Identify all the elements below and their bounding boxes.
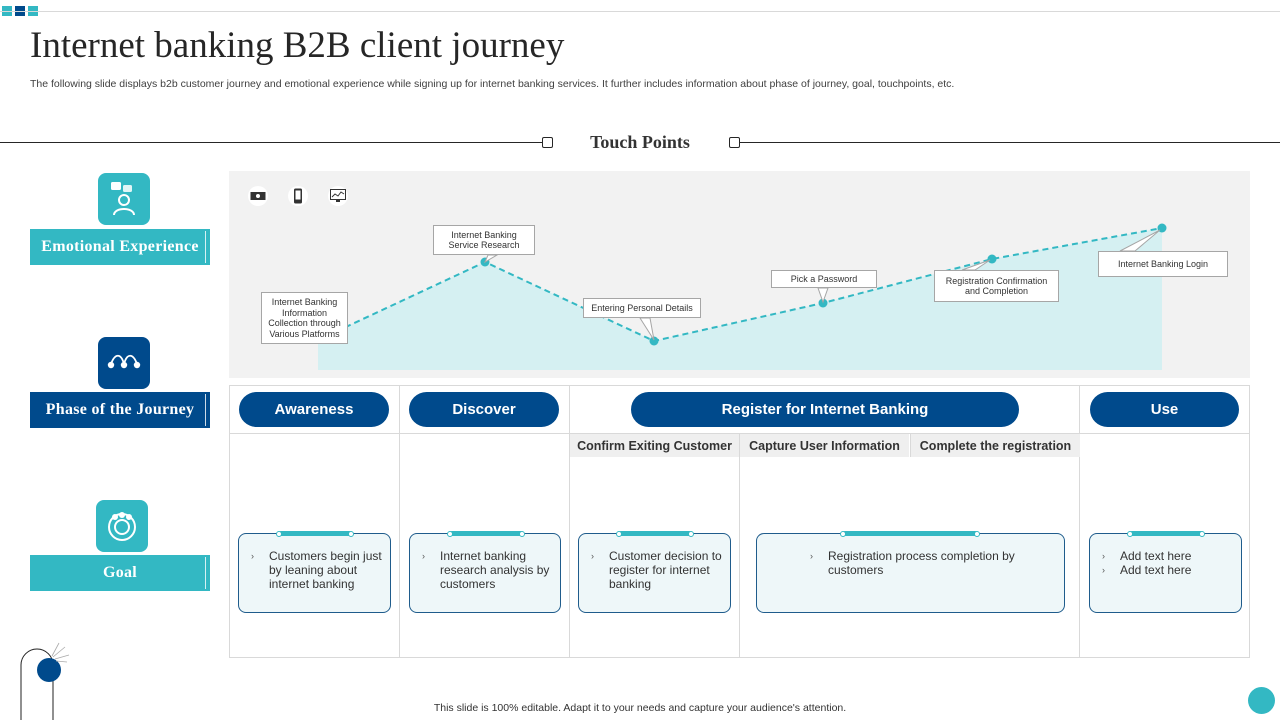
- subphase-capture-info: Capture User Information: [740, 434, 909, 457]
- goal-card: ›Add text here ›Add text here: [1089, 531, 1242, 613]
- slide-footer: This slide is 100% editable. Adapt it to…: [433, 702, 847, 714]
- goal-label: Goal: [30, 555, 210, 591]
- goal-card: ›Registration process completion by cust…: [756, 531, 1065, 613]
- touch-points-title: Touch Points: [590, 132, 690, 152]
- decorative-ornament: [20, 642, 70, 720]
- goal-item: ›Internet banking research analysis by c…: [422, 549, 550, 591]
- section-divider: [0, 142, 543, 143]
- top-rule: [0, 11, 1280, 12]
- table-border: [1079, 385, 1080, 658]
- goal-item: ›Customer decision to register for inter…: [591, 549, 722, 591]
- journey-callout: Internet Banking Login: [1098, 251, 1228, 277]
- slide-title: Internet banking B2B client journey: [30, 25, 565, 66]
- subphase-complete-registration: Complete the registration: [910, 434, 1080, 457]
- table-border: [229, 385, 1250, 386]
- goal-item: ›Customers begin just by leaning about i…: [251, 549, 382, 591]
- slide-subtitle: The following slide displays b2b custome…: [30, 78, 955, 90]
- callout-tail: [639, 317, 655, 341]
- goal-item: ›Add text here: [1102, 563, 1192, 577]
- table-border: [399, 385, 400, 658]
- table-border: [229, 385, 230, 658]
- journey-area-fill: [318, 228, 1162, 370]
- customer-feedback-icon: [98, 173, 150, 225]
- table-border: [1249, 385, 1250, 658]
- decorative-circle: [1248, 687, 1275, 714]
- goal-card: ›Customer decision to register for inter…: [578, 531, 731, 613]
- goal-item: ›Registration process completion by cust…: [810, 549, 1015, 577]
- callout-tail: [817, 287, 829, 304]
- phase-use: Use: [1090, 392, 1239, 427]
- journey-callout: Internet Banking Service Research: [433, 225, 535, 255]
- journey-steps-icon: [98, 337, 150, 389]
- journey-point: [987, 254, 997, 264]
- callout-tail: [483, 254, 499, 264]
- mobile-phone-icon: [288, 186, 308, 206]
- phase-awareness: Awareness: [239, 392, 389, 427]
- journey-callout: Entering Personal Details: [583, 298, 701, 318]
- emotional-experience-label: Emotional Experience: [30, 229, 210, 265]
- journey-callout: Internet Banking Information Collection …: [261, 292, 348, 344]
- target-group-icon: [96, 500, 148, 552]
- goal-card: ›Internet banking research analysis by c…: [409, 531, 561, 613]
- phase-of-journey-label: Phase of the Journey: [30, 392, 210, 428]
- table-border: [739, 433, 740, 658]
- journey-dashed-line: [317, 227, 1163, 343]
- goal-card: ›Customers begin just by leaning about i…: [238, 531, 391, 613]
- section-divider: [739, 142, 1280, 143]
- phase-register: Register for Internet Banking: [631, 392, 1019, 427]
- monitor-chart-icon: [328, 186, 348, 206]
- goal-item: ›Add text here: [1102, 549, 1192, 563]
- subphase-confirm-customer: Confirm Exiting Customer: [570, 434, 739, 457]
- table-border: [569, 385, 570, 658]
- journey-point: [649, 336, 659, 346]
- money-icon: [248, 186, 268, 206]
- journey-callout: Registration Confirmation and Completion: [934, 270, 1059, 302]
- divider-node: [542, 137, 553, 148]
- phase-discover: Discover: [409, 392, 559, 427]
- journey-callout: Pick a Password: [771, 270, 877, 288]
